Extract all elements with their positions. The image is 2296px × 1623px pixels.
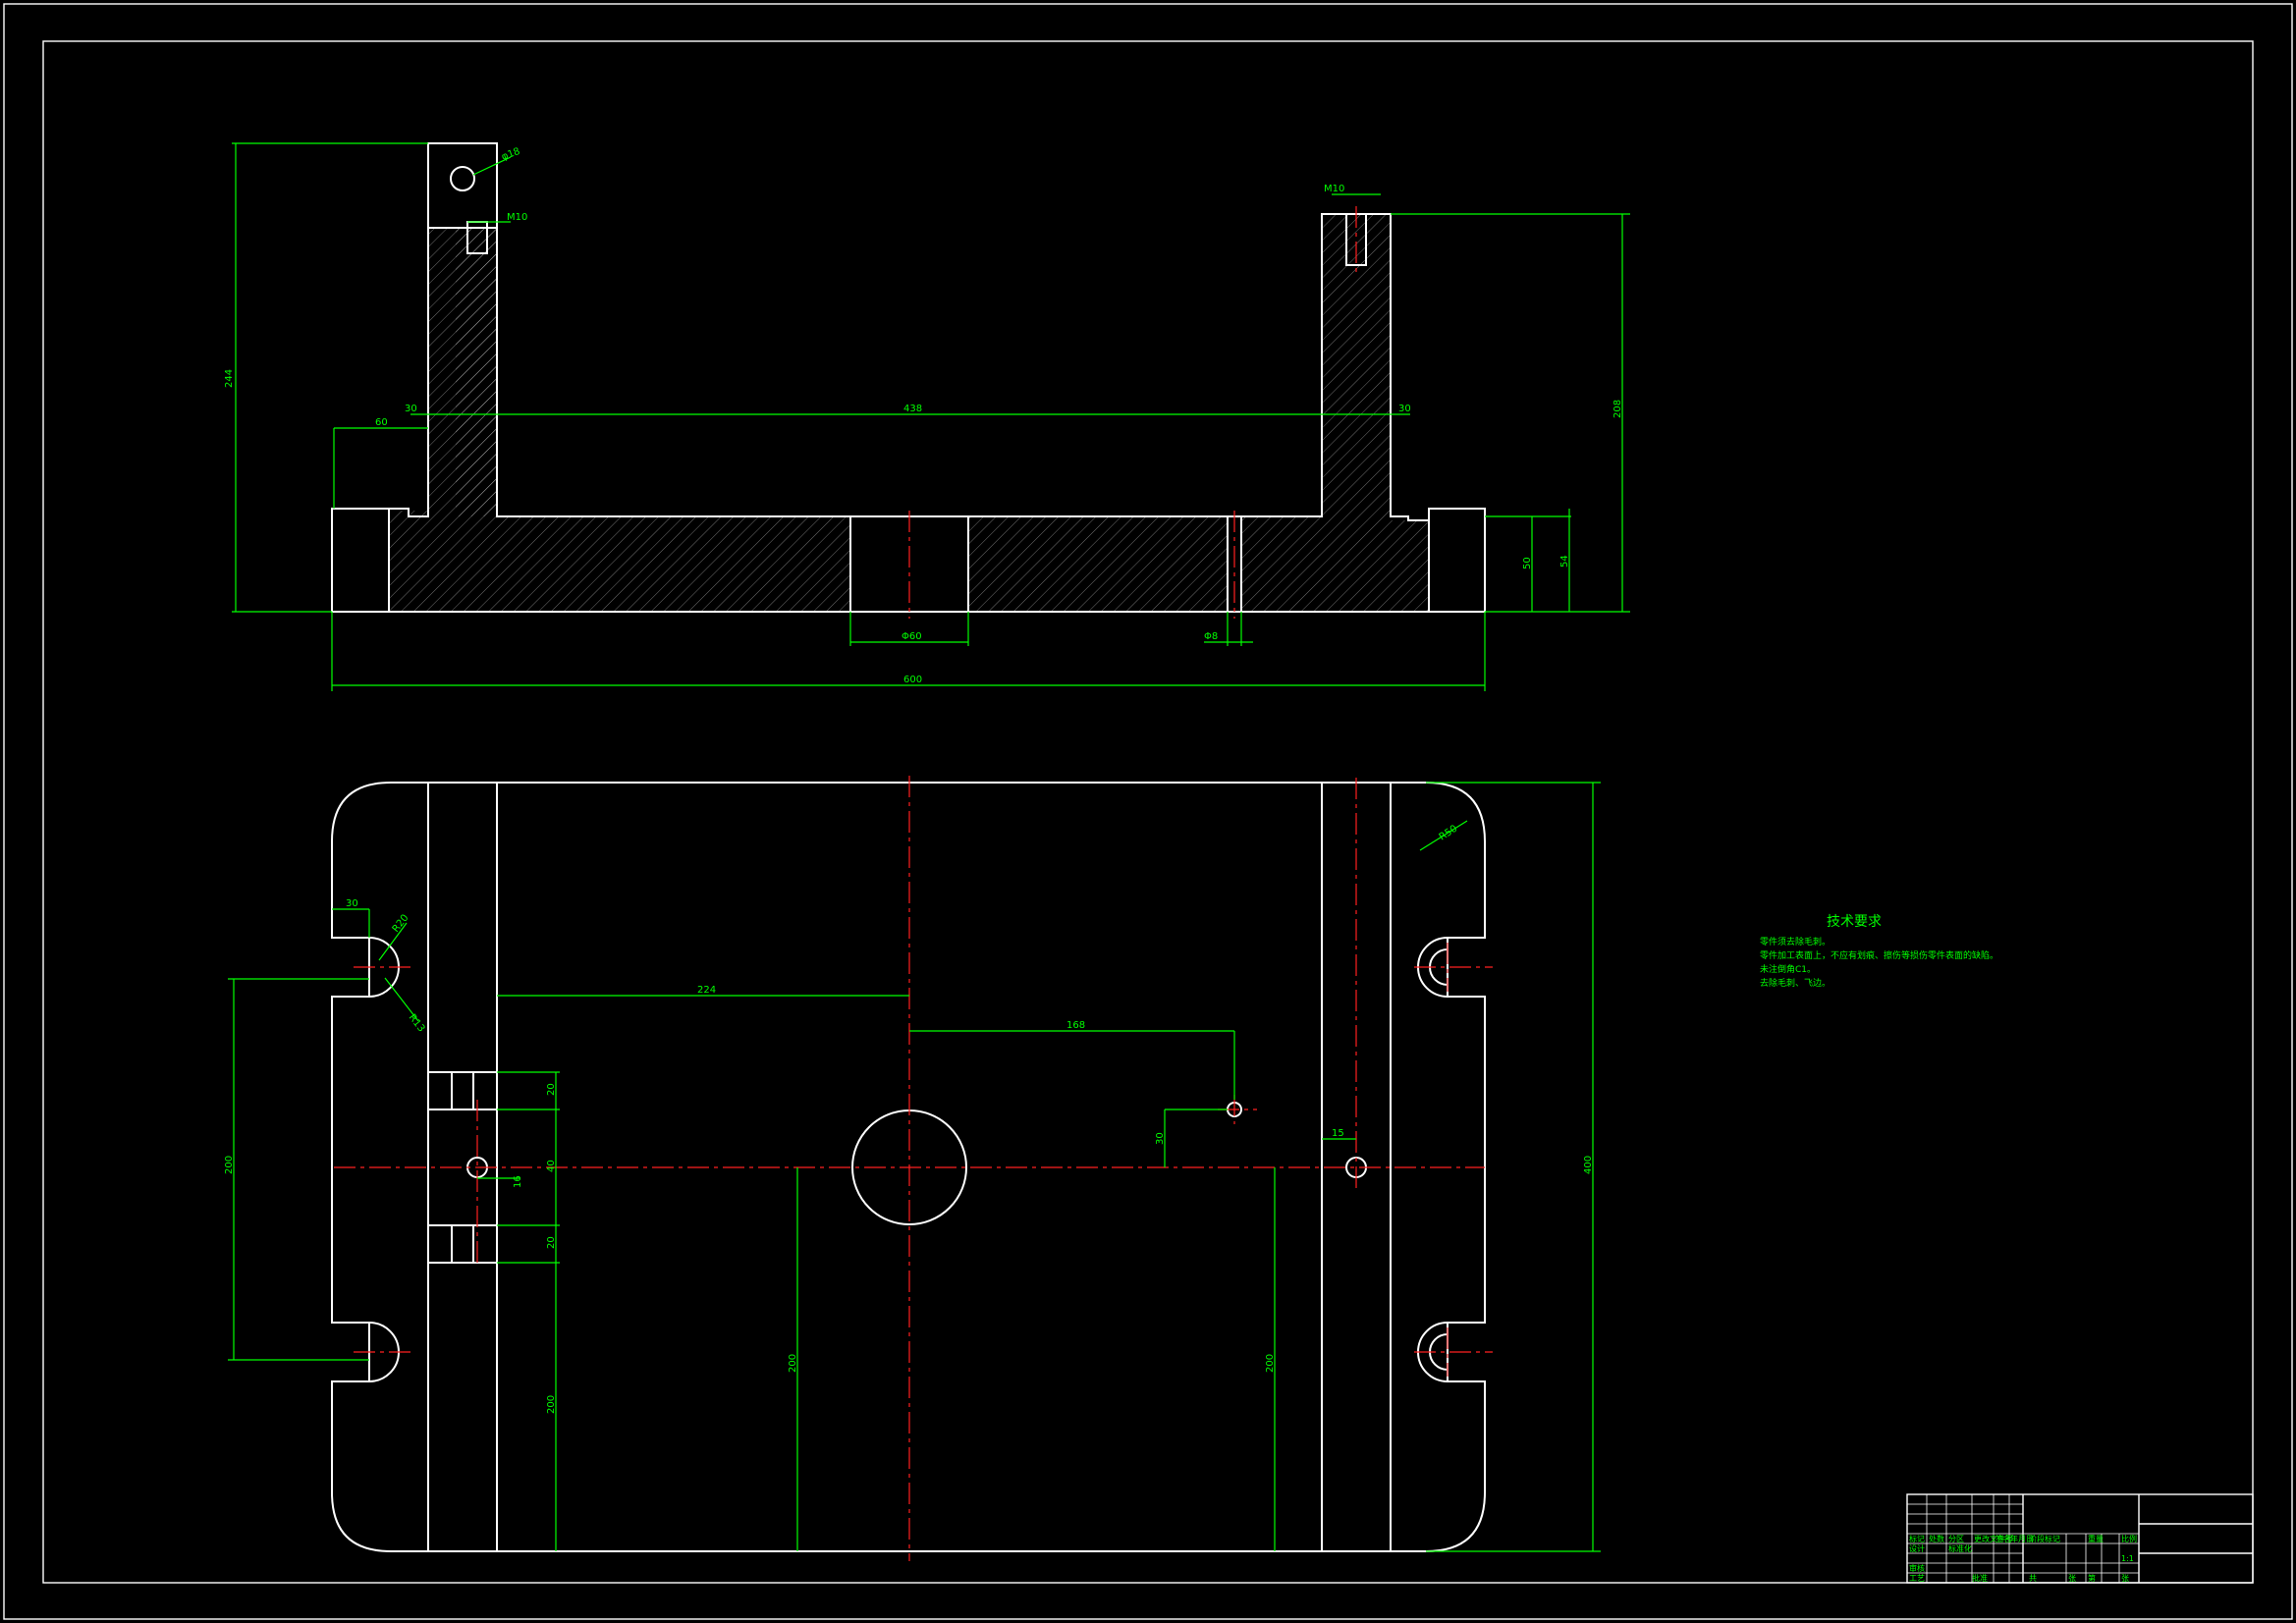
tb-cell: 共 (2029, 1574, 2037, 1583)
tb-cell: 阶段标记 (2029, 1534, 2060, 1543)
dim-small-hole: Φ8 (1204, 631, 1218, 642)
dim-base-h1: 50 (1522, 557, 1533, 569)
inner-border (42, 40, 2254, 1584)
tb-cell: 1:1 (2121, 1554, 2134, 1563)
technical-requirements: 技术要求 零件须去除毛刺。 零件加工表面上，不应有划痕、擦伤等损伤零件表面的缺陷… (1760, 914, 1998, 989)
top-view-pocket-slot (451, 1071, 474, 1110)
front-view: 244 φ18 M10 M10 438 30 30 60 208 50 54 Φ… (224, 142, 1630, 691)
dim-center-hole: Φ60 (902, 631, 922, 642)
dim-bottom-mid: 200 (788, 1354, 798, 1373)
tech-req-line: 未注倒角C1。 (1760, 963, 1816, 975)
front-view-outline (331, 142, 1486, 613)
dim-total-height-right: 208 (1613, 400, 1623, 418)
tb-cell: 标准化 (1948, 1543, 1972, 1553)
dim-pocket-2: 40 (546, 1160, 557, 1172)
dim-pin-offset: 15 (1332, 1128, 1344, 1139)
top-view-pocket-slot (451, 1224, 474, 1264)
dim-slot-pitch: 200 (224, 1156, 235, 1174)
dim-corner-radius: R50 (1438, 824, 1460, 843)
tech-req-line: 零件须去除毛刺。 (1760, 936, 1831, 947)
dim-leader (472, 156, 512, 176)
tb-cell: 审核 (1909, 1563, 1925, 1573)
dim-to-center: 224 (697, 985, 716, 996)
front-view-hatch-right-body (1241, 214, 1429, 612)
front-view-hatch-left-boss (456, 228, 497, 516)
dim-slot-r2: R13 (407, 1012, 427, 1034)
tb-cell: 标记 (1909, 1534, 1925, 1543)
tb-cell: 工艺 (1909, 1574, 1925, 1583)
dim-slot-width: 30 (346, 898, 358, 909)
dim-hole-offset-x: 168 (1066, 1020, 1085, 1031)
top-view-pocket-upper (427, 1071, 498, 1110)
tb-cell: 第 (2088, 1573, 2096, 1583)
dim-leader (1419, 820, 1468, 851)
dim-overall-length: 600 (903, 675, 922, 685)
title-block-frame (1906, 1493, 2254, 1584)
title-block: 标记 处数 分区 更改文件号 签名 年月日 设计 标准化 审核 工艺 批准 阶段… (1906, 1493, 2254, 1584)
tb-cell: 签名 (1995, 1534, 2011, 1543)
tb-cell: 张 (2068, 1574, 2076, 1583)
dim-slot-r1: R20 (391, 913, 411, 935)
tb-cell: 重量 (2088, 1534, 2104, 1543)
tech-req-line: 零件加工表面上，不应有划痕、擦伤等损伤零件表面的缺陷。 (1760, 949, 1998, 961)
title-block-grid (1907, 1494, 2139, 1583)
dim-pocket-3: 20 (546, 1236, 557, 1249)
dim-wall-left: 30 (405, 404, 417, 414)
dim-overall-width: 400 (1583, 1156, 1594, 1174)
tech-req-line: 去除毛刺、飞边。 (1760, 977, 1831, 989)
tb-cell: 张 (2121, 1574, 2129, 1583)
dim-wall-right: 30 (1398, 404, 1411, 414)
dim-leader (384, 977, 419, 1022)
tb-cell: 比例 (2121, 1534, 2137, 1543)
dim-pin-dia: φ18 (500, 146, 521, 163)
dim-pocket-1: 20 (546, 1083, 557, 1096)
dim-offset-left: 60 (375, 417, 388, 428)
dim-height-left: 244 (224, 369, 235, 388)
outer-border (3, 3, 2293, 1620)
top-view-pocket-lower (427, 1224, 498, 1264)
dim-right-hole: M10 (1324, 184, 1344, 194)
tech-req-title: 技术要求 (1827, 914, 1882, 930)
top-view: R50 30 R20 R13 200 224 168 30 15 20 40 2… (224, 776, 1601, 1561)
dim-bottom-right: 200 (1265, 1354, 1276, 1373)
dim-inner-width: 438 (903, 404, 922, 414)
tb-cell: 分区 (1948, 1535, 1964, 1543)
tb-cell: 更改文件号 (1974, 1534, 2013, 1543)
front-view-pin-hole (450, 166, 475, 191)
tb-cell: 设计 (1909, 1543, 1925, 1553)
dim-bottom-left: 200 (546, 1395, 557, 1414)
dim-top-hole: M10 (507, 212, 527, 223)
front-view-hatch-right (968, 516, 1228, 612)
dim-pocket-4: 16 (513, 1175, 523, 1188)
tb-cell: 年月日 (2010, 1534, 2034, 1543)
dim-hole-offset-y: 30 (1155, 1132, 1166, 1145)
dim-leader (378, 922, 408, 961)
dim-base-h2: 54 (1559, 555, 1570, 568)
tb-cell: 处数 (1929, 1534, 1944, 1543)
tb-cell: 批准 (1972, 1573, 1988, 1583)
